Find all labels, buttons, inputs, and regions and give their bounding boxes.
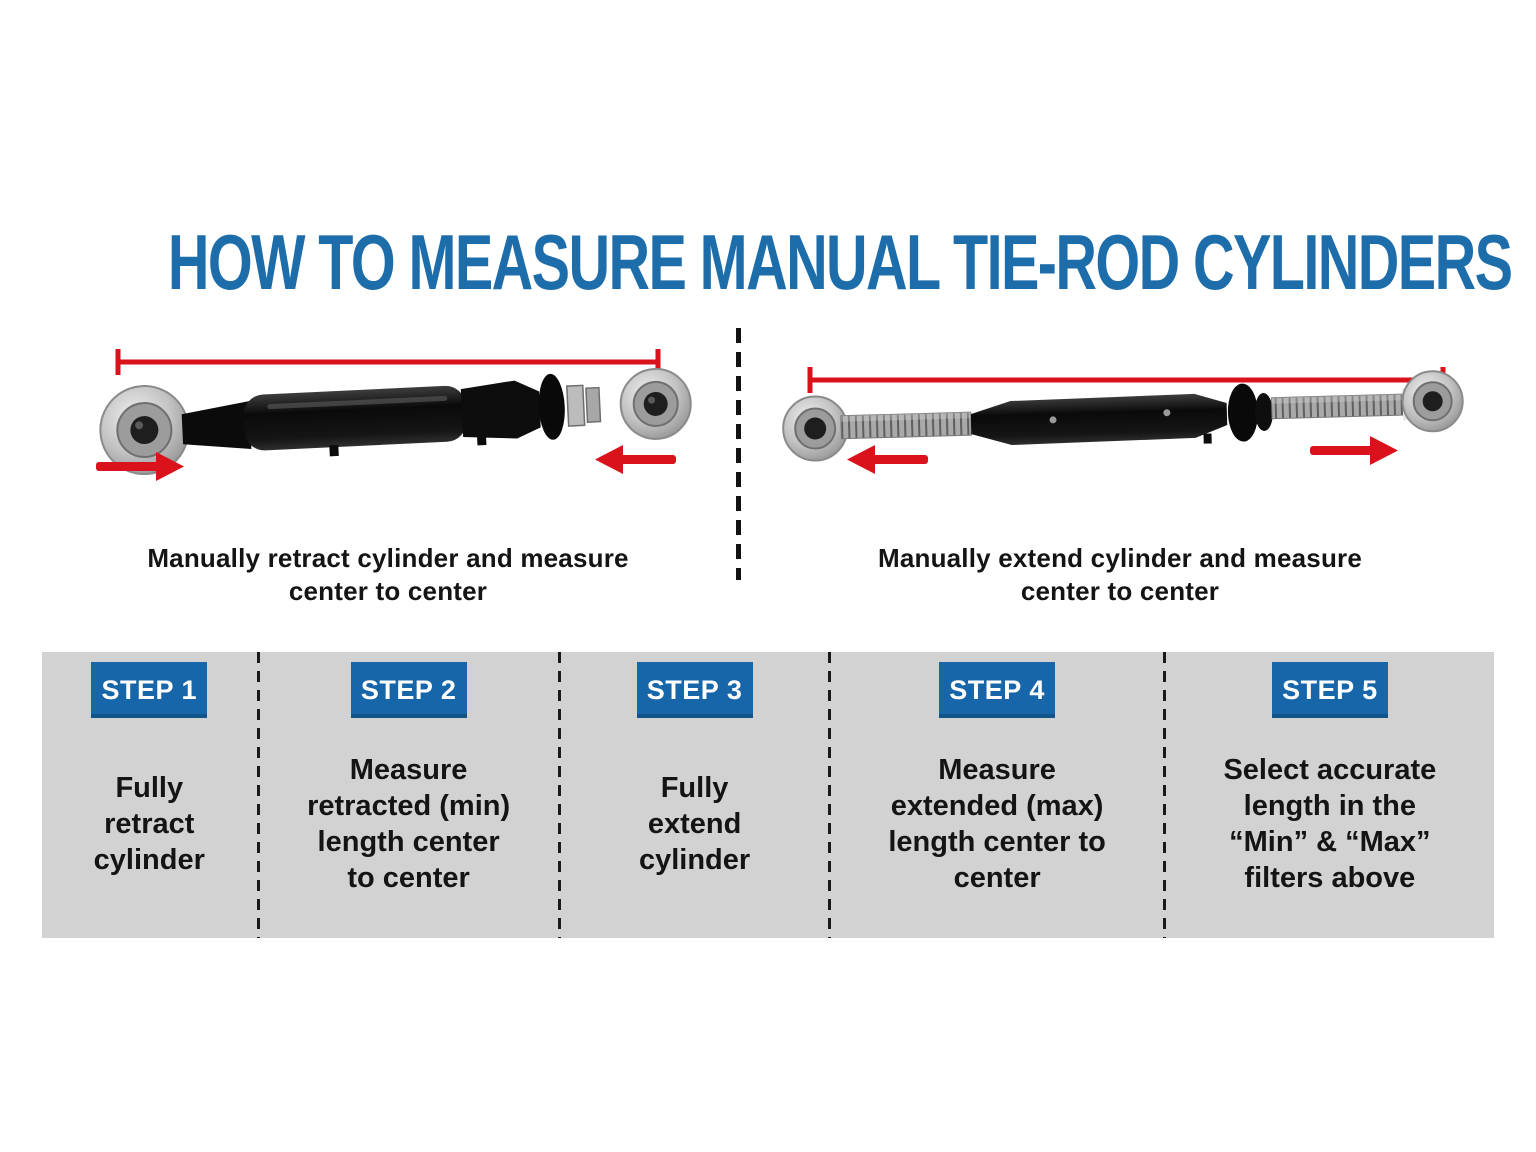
measurement-line [807,367,1446,393]
page-title-text: HOW TO MEASURE MANUAL TIE-ROD CYLINDERS [167,219,1513,307]
steps-band: STEP 1 Fully retract cylinder STEP 2 Mea… [42,652,1494,938]
retracted-cylinder [99,367,692,476]
page-title: HOW TO MEASURE MANUAL TIE-ROD CYLINDERS [0,220,1536,306]
retracted-caption: Manually retract cylinder and measure ce… [147,543,629,606]
rod-end-eye-right [619,367,692,440]
rod-end-eye-right [1401,370,1464,433]
extend-direction-arrows [847,436,1398,474]
step-column-2: STEP 2 Measure retracted (min) length ce… [260,652,558,938]
step-column-1: STEP 1 Fully retract cylinder [42,652,257,938]
step-divider [1162,652,1166,938]
step-divider [256,652,260,938]
step-column-5: STEP 5 Select accurate length in the “Mi… [1166,652,1494,938]
step-2-badge: STEP 2 [350,662,467,718]
step-4-badge: STEP 4 [939,662,1056,718]
diagram-divider [736,328,741,580]
step-column-3: STEP 3 Fully extend cylinder [561,652,829,938]
measurement-line [115,349,661,375]
arrow-left-icon [595,445,676,474]
extended-cylinder-image [782,367,1464,474]
step-column-4: STEP 4 Measure extended (max) length cen… [831,652,1162,938]
step-1-badge: STEP 1 [91,662,208,718]
step-3-badge: STEP 3 [636,662,753,718]
retract-direction-arrows [96,445,676,481]
step-1-text: Fully retract cylinder [93,772,205,876]
step-4-text: Measure extended (max) length center to … [888,754,1106,894]
extended-cylinder [782,370,1464,462]
arrow-right-icon [96,452,184,481]
rod-end-eye-left [782,395,849,462]
step-divider [828,652,832,938]
extended-caption: Manually extend cylinder and measure cen… [877,543,1363,606]
step-5-text: Select accurate length in the “Min” & “M… [1223,754,1437,894]
step-2-text: Measure retracted (min) length center to… [307,754,511,894]
arrow-left-icon [847,445,928,474]
step-divider [557,652,561,938]
arrow-right-icon [1310,436,1398,465]
step-3-text: Fully extend cylinder [638,772,751,876]
retracted-cylinder-image [96,349,692,481]
step-5-badge: STEP 5 [1271,662,1388,718]
